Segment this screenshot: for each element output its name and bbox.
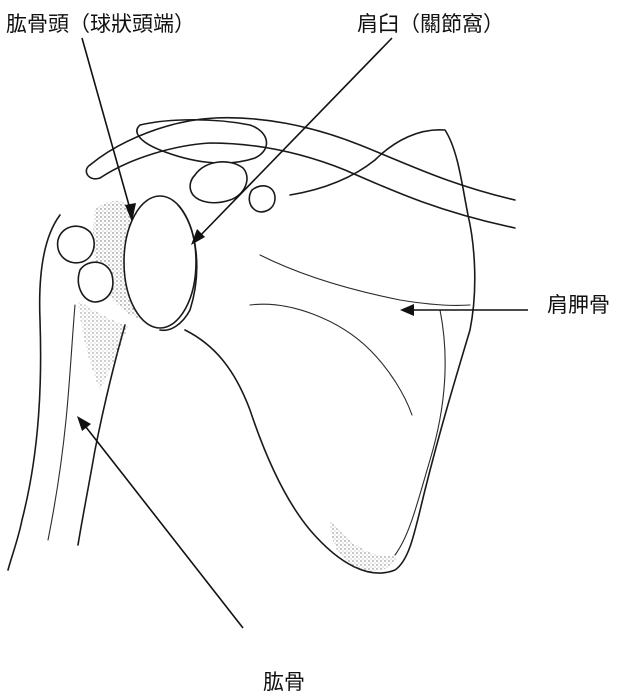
clavicle-end — [86, 165, 100, 179]
arrow-humerus — [77, 416, 243, 628]
humerus-label: 肱骨 — [263, 672, 305, 693]
glenoid-label: 肩臼（關節窩） — [357, 14, 504, 35]
coracoid-tip — [249, 186, 275, 212]
scapula-label: 肩胛骨 — [547, 295, 610, 316]
lesser-tubercle — [78, 262, 113, 302]
scapular-spine-line-2 — [250, 304, 412, 415]
greater-tubercle — [58, 226, 95, 263]
humeral-head-label: 肱骨頭（球狀頭端） — [6, 14, 195, 35]
scapula-lateral-stipple — [330, 520, 396, 571]
humerus-neck-stipple — [78, 300, 128, 390]
scapula-inner-border — [395, 310, 445, 555]
humerus-shaft-line — [48, 305, 75, 540]
arrow-glenoid — [191, 38, 392, 245]
acromion-outline — [137, 120, 267, 163]
arrow-humeral-head — [82, 38, 136, 222]
scapular-spine-line-1 — [260, 255, 470, 305]
